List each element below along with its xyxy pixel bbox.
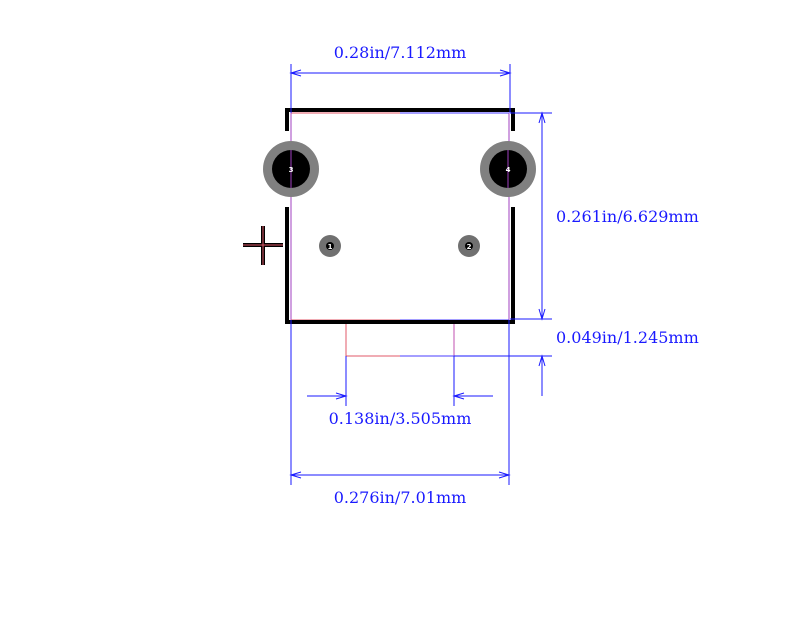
dimension-bottom-width: 0.276in/7.01mm (334, 488, 467, 507)
polarity-plus-icon (243, 226, 283, 265)
pad-1-label: 1 (328, 243, 333, 251)
dimension-pad-spacing: 0.138in/3.505mm (329, 409, 472, 428)
mount-hole-left: 3 (263, 141, 319, 197)
pad-2: 2 (458, 235, 480, 257)
mount-hole-left-label: 3 (289, 166, 294, 174)
dimension-right-height: 0.261in/6.629mm (556, 207, 699, 226)
dimension-top-width: 0.28in/7.112mm (334, 43, 467, 62)
mount-hole-right: 4 (480, 141, 536, 197)
pad-2-label: 2 (467, 243, 472, 251)
mount-hole-right-label: 4 (506, 166, 511, 174)
component-outline (290, 112, 510, 357)
dimension-right-offset: 0.049in/1.245mm (556, 328, 699, 347)
pad-1: 1 (319, 235, 341, 257)
silkscreen-outline (285, 108, 515, 324)
dimension-lines (289, 64, 552, 485)
